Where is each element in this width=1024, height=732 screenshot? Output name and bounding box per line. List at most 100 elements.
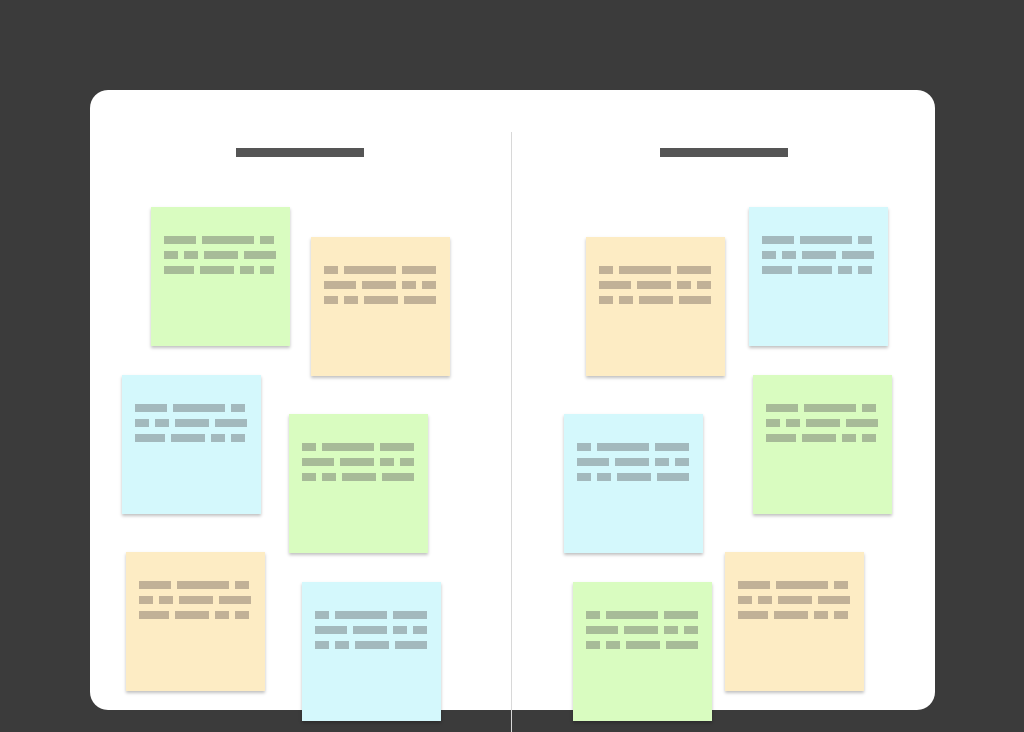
text-placeholder (606, 611, 658, 619)
text-placeholder (766, 434, 796, 442)
text-placeholder (599, 281, 631, 289)
text-placeholder (684, 626, 698, 634)
text-placeholder (762, 236, 794, 244)
text-placeholder (617, 473, 651, 481)
column-header-right (660, 148, 788, 157)
sticky-note-yellow[interactable] (725, 552, 864, 691)
text-placeholder (786, 419, 800, 427)
note-text-line (324, 296, 436, 304)
text-placeholder (200, 266, 234, 274)
text-placeholder (599, 296, 613, 304)
note-text-line (766, 419, 878, 427)
sticky-note-green[interactable] (753, 375, 892, 514)
text-placeholder (139, 611, 169, 619)
text-placeholder (846, 419, 878, 427)
sticky-note-yellow[interactable] (126, 552, 265, 691)
note-text-line (586, 611, 698, 619)
sticky-note-green[interactable] (151, 207, 290, 346)
text-placeholder (342, 473, 376, 481)
text-placeholder (380, 443, 414, 451)
text-placeholder (302, 458, 334, 466)
text-placeholder (335, 611, 387, 619)
text-placeholder (834, 611, 848, 619)
text-placeholder (838, 266, 852, 274)
text-placeholder (586, 641, 600, 649)
sticky-note-blue[interactable] (302, 582, 441, 721)
board (90, 90, 935, 732)
text-placeholder (173, 404, 225, 412)
text-placeholder (597, 473, 611, 481)
note-text-line (139, 581, 249, 589)
text-placeholder (834, 581, 848, 589)
text-placeholder (762, 251, 776, 259)
note-text-line (139, 611, 249, 619)
text-placeholder (315, 626, 347, 634)
note-text-line (738, 581, 848, 589)
text-placeholder (380, 458, 394, 466)
column-header-left (236, 148, 364, 157)
text-placeholder (664, 626, 678, 634)
text-placeholder (606, 641, 620, 649)
text-placeholder (135, 419, 149, 427)
note-text-line (762, 266, 872, 274)
text-placeholder (675, 458, 689, 466)
text-placeholder (657, 473, 689, 481)
text-placeholder (139, 596, 153, 604)
text-placeholder (758, 596, 772, 604)
note-text-line (586, 626, 698, 634)
note-text-line (315, 641, 427, 649)
text-placeholder (677, 281, 691, 289)
note-text-line (315, 611, 427, 619)
sticky-note-blue[interactable] (122, 375, 261, 514)
text-placeholder (179, 596, 213, 604)
text-placeholder (404, 296, 436, 304)
text-placeholder (240, 266, 254, 274)
note-text-line (577, 458, 689, 466)
text-placeholder (776, 581, 828, 589)
text-placeholder (624, 626, 658, 634)
text-placeholder (340, 458, 374, 466)
note-text-line (599, 266, 711, 274)
text-placeholder (842, 434, 856, 442)
text-placeholder (235, 581, 249, 589)
text-placeholder (806, 419, 840, 427)
text-placeholder (260, 236, 274, 244)
text-placeholder (615, 458, 649, 466)
note-text-line (164, 251, 276, 259)
sticky-note-yellow[interactable] (311, 237, 450, 376)
sticky-note-blue[interactable] (564, 414, 703, 553)
text-placeholder (362, 281, 396, 289)
text-placeholder (858, 266, 872, 274)
note-text-line (738, 596, 850, 604)
text-placeholder (586, 626, 618, 634)
text-placeholder (344, 266, 396, 274)
text-placeholder (135, 434, 165, 442)
text-placeholder (155, 419, 169, 427)
text-placeholder (766, 419, 780, 427)
text-placeholder (164, 266, 194, 274)
text-placeholder (577, 458, 609, 466)
text-placeholder (738, 581, 770, 589)
text-placeholder (798, 266, 832, 274)
sticky-note-yellow[interactable] (586, 237, 725, 376)
text-placeholder (393, 611, 427, 619)
sticky-note-green[interactable] (289, 414, 428, 553)
text-placeholder (802, 251, 836, 259)
text-placeholder (322, 443, 374, 451)
text-placeholder (135, 404, 167, 412)
sticky-note-green[interactable] (573, 582, 712, 721)
text-placeholder (804, 404, 856, 412)
sticky-note-blue[interactable] (749, 207, 888, 346)
note-text-line (766, 404, 876, 412)
text-placeholder (586, 611, 600, 619)
text-placeholder (171, 434, 205, 442)
note-text-line (135, 419, 247, 427)
note-text-line (302, 443, 414, 451)
note-text-line (135, 404, 245, 412)
text-placeholder (219, 596, 251, 604)
text-placeholder (800, 236, 852, 244)
text-placeholder (402, 266, 436, 274)
text-placeholder (639, 296, 673, 304)
text-placeholder (211, 434, 225, 442)
text-placeholder (626, 641, 660, 649)
